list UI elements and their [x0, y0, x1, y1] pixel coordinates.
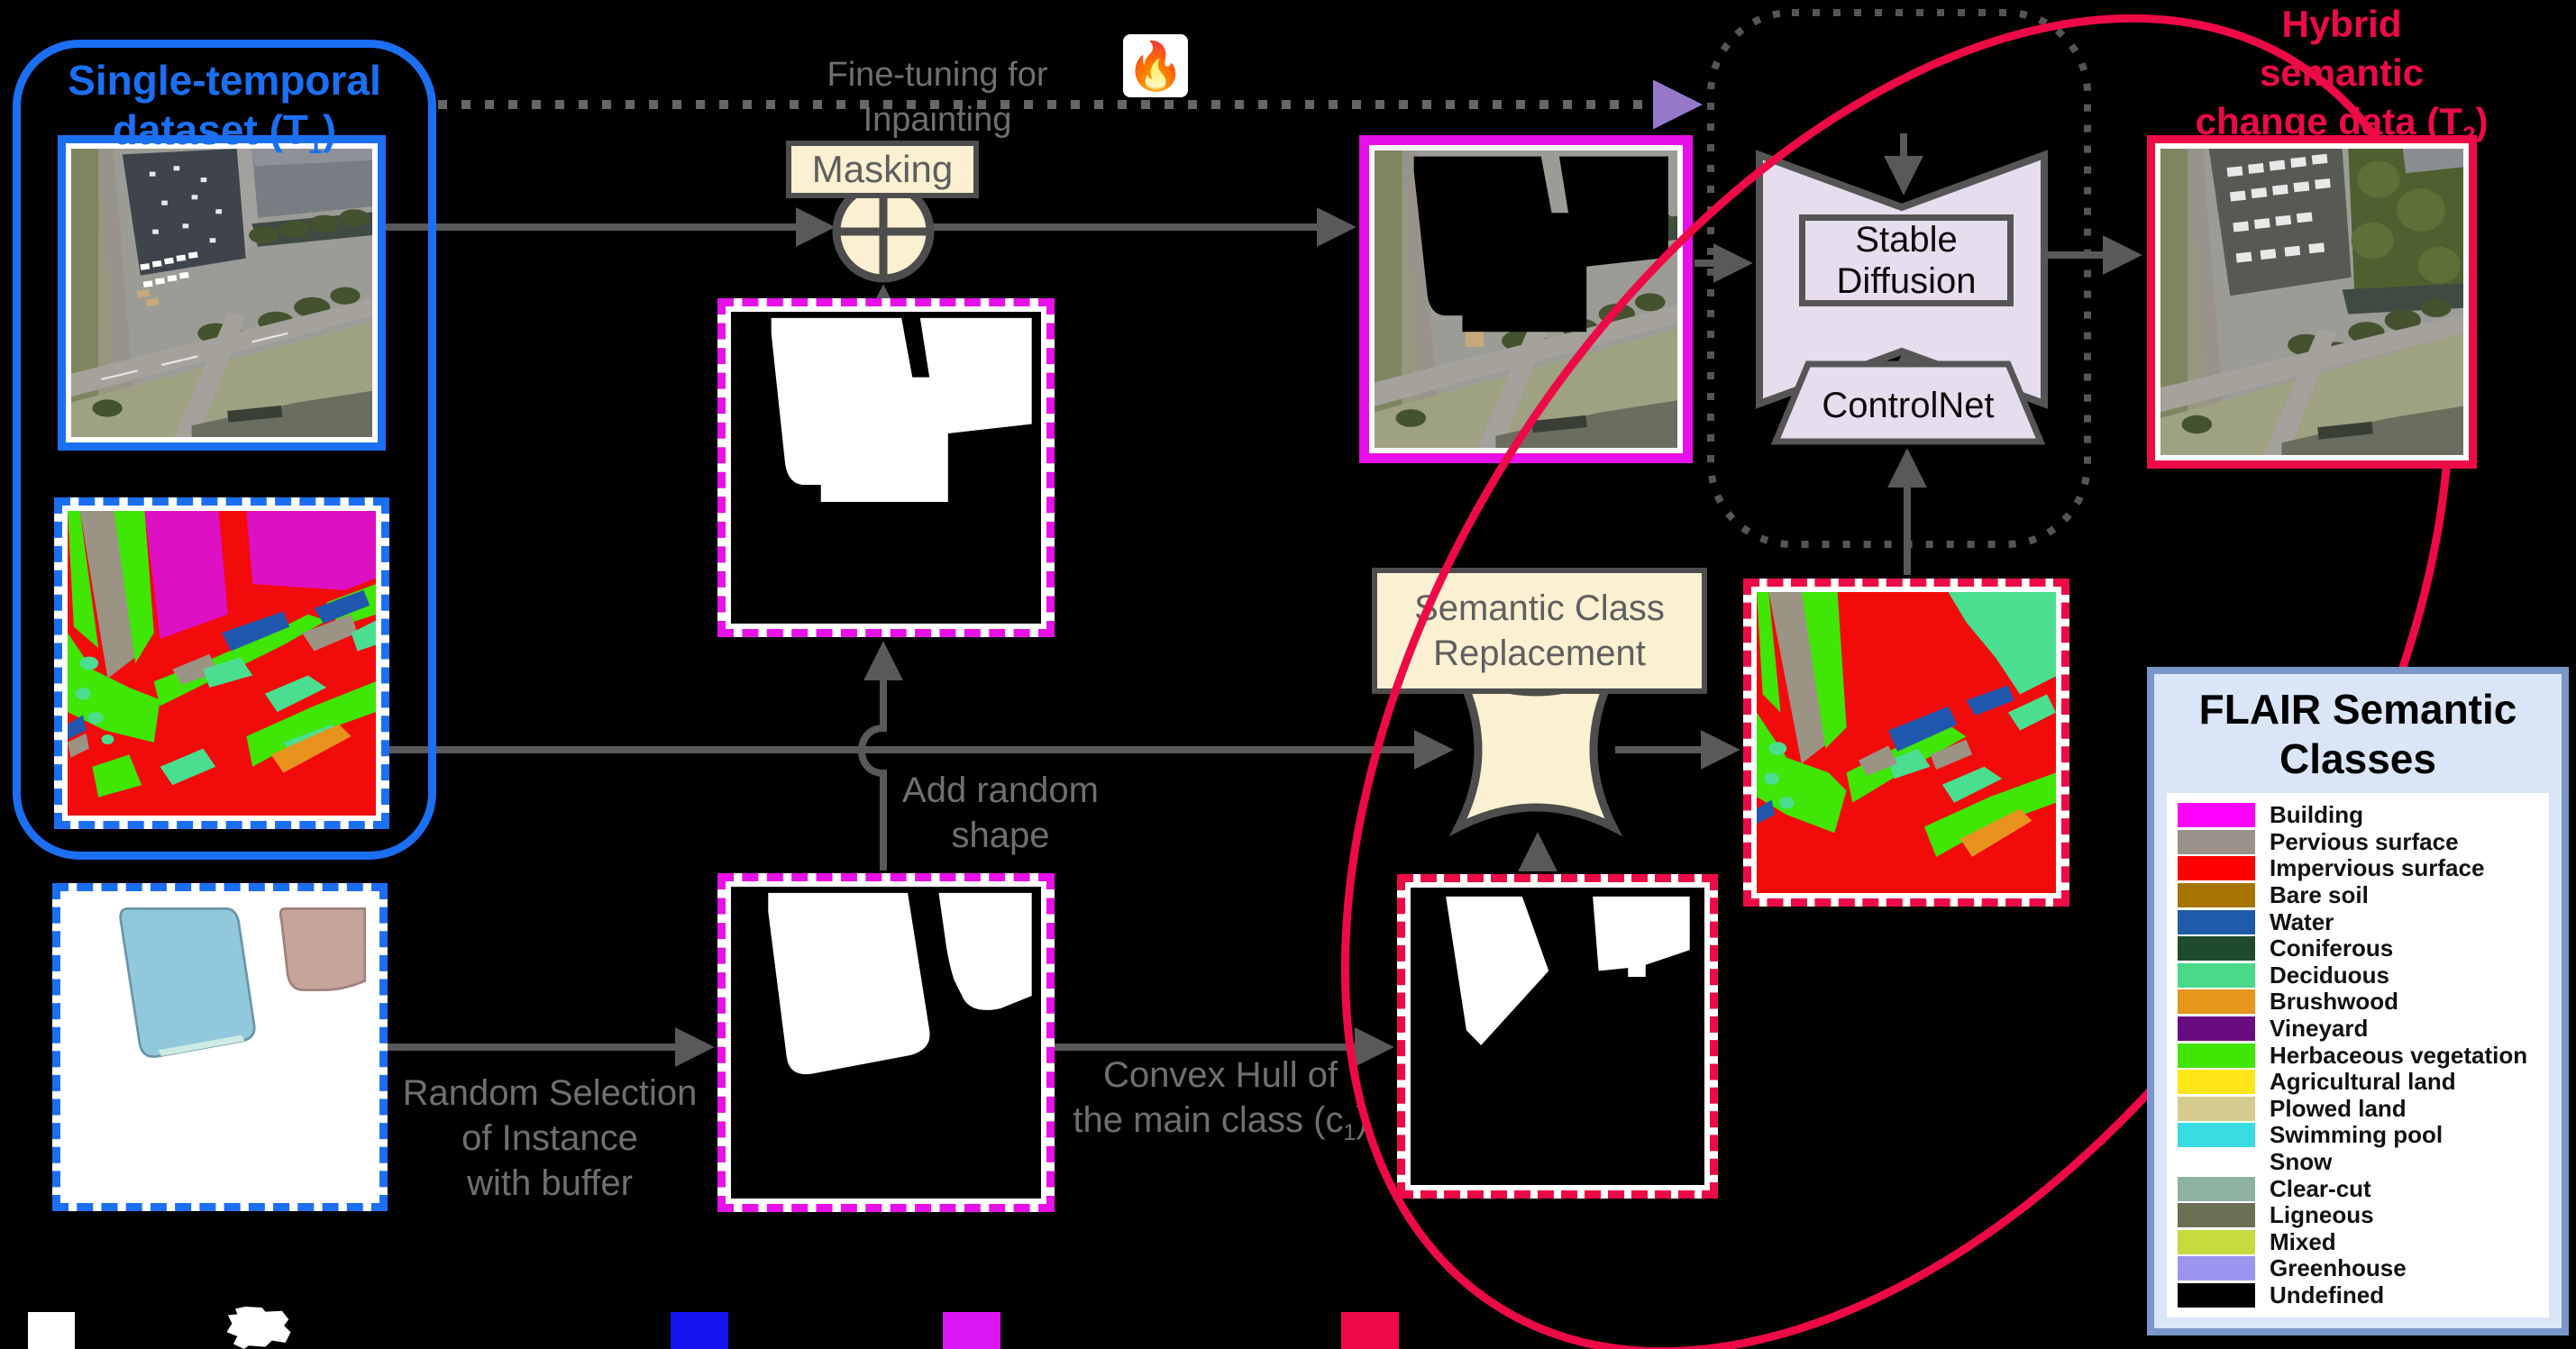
legend-row: Brushwood — [2178, 988, 2538, 1016]
legend-row: Impervious surface — [2178, 854, 2538, 882]
legend-row: Coniferous — [2178, 934, 2538, 962]
flame-icon: 🔥 — [1123, 34, 1188, 97]
instance-buffer-mask-art — [731, 887, 1041, 1199]
fine-tuning-label: Fine-tuning for Inpainting — [827, 56, 1048, 139]
replaced-semantic-art — [1757, 592, 2056, 893]
legend-row: Water — [2178, 908, 2538, 935]
random-shape-mask-art — [731, 312, 1041, 624]
legend-label: Pervious surface — [2270, 827, 2459, 855]
masking-combine-icon — [832, 180, 935, 283]
t1-aerial-image — [58, 135, 386, 451]
legend-label: Agricultural land — [2270, 1068, 2456, 1096]
legend-swatch — [2178, 1016, 2255, 1042]
add-random-shape-label: Add random shape — [902, 770, 1099, 855]
legend-label: Deciduous — [2270, 961, 2389, 989]
legend-swatch — [2178, 1282, 2255, 1308]
legend-label: Bare soil — [2270, 881, 2369, 909]
legend-label: Greenhouse — [2270, 1254, 2407, 1282]
bottom-swatch-crimson — [1341, 1312, 1399, 1349]
t1-semantic-art — [68, 511, 376, 816]
instance-map — [52, 883, 388, 1211]
legend-swatch — [2178, 829, 2255, 854]
legend-label: Ligneous — [2270, 1201, 2374, 1229]
legend-row: Snow — [2178, 1148, 2538, 1176]
legend-row: Deciduous — [2178, 962, 2538, 989]
legend-label: Coniferous — [2270, 934, 2394, 962]
legend-swatch — [2178, 1150, 2255, 1175]
legend-swatch — [2178, 1043, 2255, 1068]
legend-label: Impervious surface — [2270, 854, 2485, 882]
legend-row: Plowed land — [2178, 1094, 2538, 1123]
legend-swatch — [2178, 962, 2255, 988]
instance-map-art — [66, 897, 374, 1198]
bottom-swatch-mask-white — [28, 1312, 75, 1349]
legend-row: Vineyard — [2178, 1015, 2538, 1043]
legend-label: Vineyard — [2270, 1015, 2369, 1043]
legend-swatch — [2178, 883, 2255, 908]
legend-swatch — [2178, 1123, 2255, 1148]
legend-label: Herbaceous vegetation — [2270, 1041, 2528, 1069]
legend-swatch — [2178, 803, 2255, 828]
convex-hull-mask-art — [1411, 888, 1704, 1185]
replaced-semantic-map — [1743, 579, 2069, 907]
legend-row: Bare soil — [2178, 881, 2538, 909]
bottom-swatch-blue — [671, 1312, 728, 1349]
instance-buffer-mask — [717, 873, 1055, 1212]
controlnet-label: ControlNet — [1822, 386, 1995, 425]
t1-semantic-map — [54, 497, 389, 829]
masked-aerial-art — [1375, 150, 1677, 448]
legend-label: Mixed — [2270, 1227, 2336, 1255]
semantic-replacement-box: Semantic Class Replacement — [1372, 568, 1707, 694]
legend-row: Ligneous — [2178, 1201, 2538, 1229]
convex-hull-mask — [1397, 874, 1718, 1199]
legend-row: Greenhouse — [2178, 1254, 2538, 1282]
bottom-swatch-magenta — [943, 1312, 1000, 1349]
legend-row: Clear-cut — [2178, 1175, 2538, 1202]
fine-tuned-module-dotted-box — [1707, 9, 2091, 548]
legend-swatch — [2178, 1203, 2255, 1228]
random-shape-mask — [717, 298, 1055, 637]
single-temporal-container — [13, 40, 436, 860]
legend-row: Agricultural land — [2178, 1068, 2538, 1096]
legend-swatch — [2178, 1096, 2255, 1121]
legend-row: Undefined — [2178, 1281, 2538, 1309]
replacement-star-icon — [1448, 662, 1623, 837]
legend-label: Snow — [2270, 1148, 2333, 1176]
t2-aerial-art — [2160, 149, 2463, 455]
legend-row: Herbaceous vegetation — [2178, 1042, 2538, 1069]
legend-swatch — [2178, 1229, 2255, 1254]
legend-label: Plowed land — [2270, 1094, 2407, 1122]
legend-row: Swimming pool — [2178, 1121, 2538, 1149]
legend-label: Undefined — [2270, 1281, 2385, 1308]
legend-label: Water — [2270, 907, 2334, 935]
legend-label: Building — [2270, 801, 2363, 829]
convex-hull-label: Convex Hull of the main class (c1) — [1073, 1055, 1368, 1145]
legend-row: Pervious surface — [2178, 827, 2538, 856]
legend-row: Mixed — [2178, 1227, 2538, 1256]
legend-swatch — [2178, 989, 2255, 1015]
legend-swatch — [2178, 1176, 2255, 1201]
legend-label: Swimming pool — [2270, 1121, 2444, 1149]
masking-box: Masking — [786, 141, 979, 198]
legend-label: Clear-cut — [2270, 1174, 2371, 1202]
legend-swatch — [2178, 856, 2255, 881]
legend-swatch — [2178, 936, 2255, 962]
stable-diffusion-label-box: Stable Diffusion — [1799, 214, 2014, 306]
masking-label: Masking — [811, 148, 954, 190]
random-selection-label: Random Selection of Instance with buffer — [402, 1073, 698, 1203]
masked-aerial-image — [1359, 135, 1693, 463]
t1-aerial-art — [71, 149, 372, 437]
legend-swatch — [2178, 1256, 2255, 1281]
t2-aerial-image — [2147, 135, 2477, 469]
single-temporal-title: Single-temporal dataset (T1) — [68, 57, 381, 160]
legend-swatch — [2178, 909, 2255, 934]
flair-legend-title: FLAIR Semantic Classes — [2198, 686, 2517, 782]
legend-swatch — [2178, 1070, 2255, 1095]
jump-connector — [858, 641, 903, 870]
legend-row: Building — [2178, 801, 2538, 829]
legend-label: Brushwood — [2270, 988, 2398, 1016]
